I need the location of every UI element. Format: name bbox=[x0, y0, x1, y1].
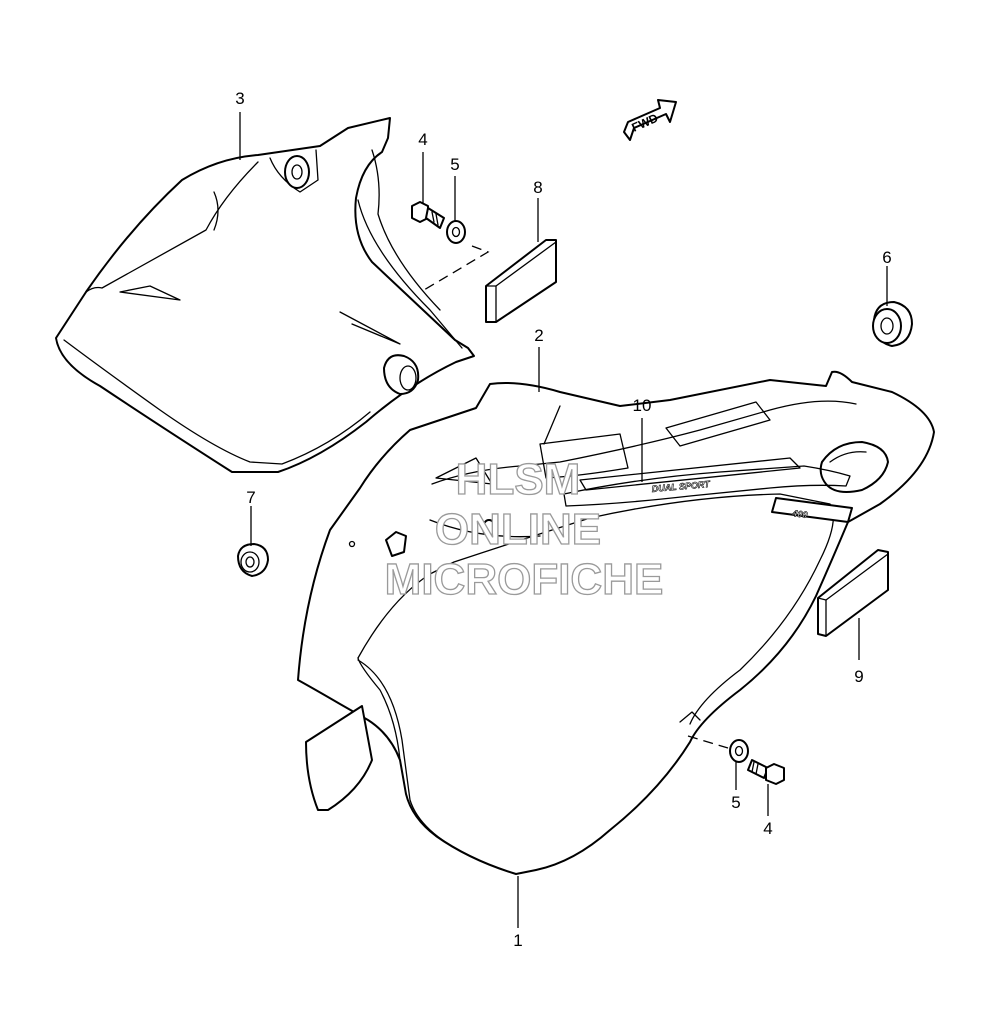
watermark-line-2: ONLINE bbox=[435, 505, 601, 554]
fwd-label: FWD bbox=[630, 111, 661, 135]
part-5-washer-lower[interactable] bbox=[729, 739, 749, 763]
callout-5-lower: 5 bbox=[731, 793, 740, 812]
part-4-bolt-lower[interactable] bbox=[747, 759, 785, 785]
part-6-grommet[interactable] bbox=[872, 301, 913, 347]
callout-10: 10 bbox=[633, 396, 652, 415]
leader-lines bbox=[239, 112, 888, 928]
callout-labels: 3 2 4 5 8 6 7 10 9 5 4 1 bbox=[235, 89, 891, 950]
part-9-pad[interactable] bbox=[817, 549, 889, 637]
part-4-bolt-upper[interactable] bbox=[411, 201, 445, 229]
callout-7: 7 bbox=[246, 488, 255, 507]
callout-2: 2 bbox=[534, 326, 543, 345]
watermark-line-1: HLSM bbox=[456, 455, 581, 504]
callout-3: 3 bbox=[235, 89, 244, 108]
part-5-washer-upper[interactable] bbox=[446, 220, 466, 244]
callout-1: 1 bbox=[513, 931, 522, 950]
part-7-grommet[interactable] bbox=[237, 543, 269, 577]
callout-5-upper: 5 bbox=[450, 155, 459, 174]
fwd-arrow-icon: FWD bbox=[623, 99, 677, 141]
watermark: HLSM ONLINE MICROFICHE bbox=[384, 454, 664, 604]
callout-4-lower: 4 bbox=[763, 819, 772, 838]
part-3-upper-side-cover[interactable] bbox=[55, 117, 475, 473]
part-1-frame-cover[interactable]: DUAL SPORT 400 bbox=[297, 370, 935, 875]
model-400-decal: 400 bbox=[791, 508, 808, 520]
callout-8: 8 bbox=[533, 178, 542, 197]
callout-4-upper: 4 bbox=[418, 130, 427, 149]
part-8-pad[interactable] bbox=[485, 239, 557, 323]
callout-6: 6 bbox=[882, 248, 891, 267]
watermark-line-3: MICROFICHE bbox=[385, 555, 664, 604]
callout-9: 9 bbox=[854, 667, 863, 686]
